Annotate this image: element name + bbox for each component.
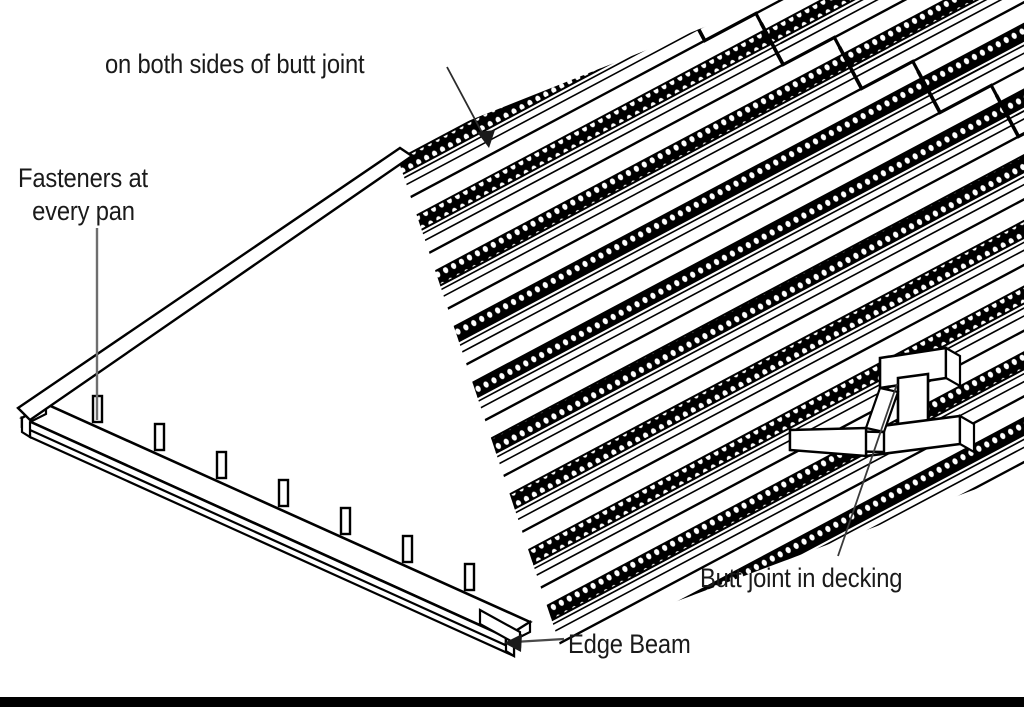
leader-lines [95,66,898,652]
rib [395,52,1024,645]
edge-beam-leader [504,634,565,652]
edge-beam [19,402,533,658]
label-butt-joint-in-decking: Butt joint in decking [700,563,903,593]
label-fasteners-line2: every pan [32,196,135,226]
footer-black-bar [0,697,1024,707]
deck-front-edge [16,146,415,422]
label-on-both-sides: on both sides of butt joint [105,49,365,79]
butt-joint-leader [837,383,898,557]
butt-joint-support-beam [788,346,976,458]
label-edge-beam: Edge Beam [568,629,691,659]
rib [395,0,1024,645]
edge-beam-fasteners [91,394,476,592]
rib [395,0,1024,623]
both-sides-leader [446,66,495,148]
label-fasteners-line1: Fasteners at [18,163,148,193]
rib [395,103,1024,645]
rib [395,1,1024,645]
